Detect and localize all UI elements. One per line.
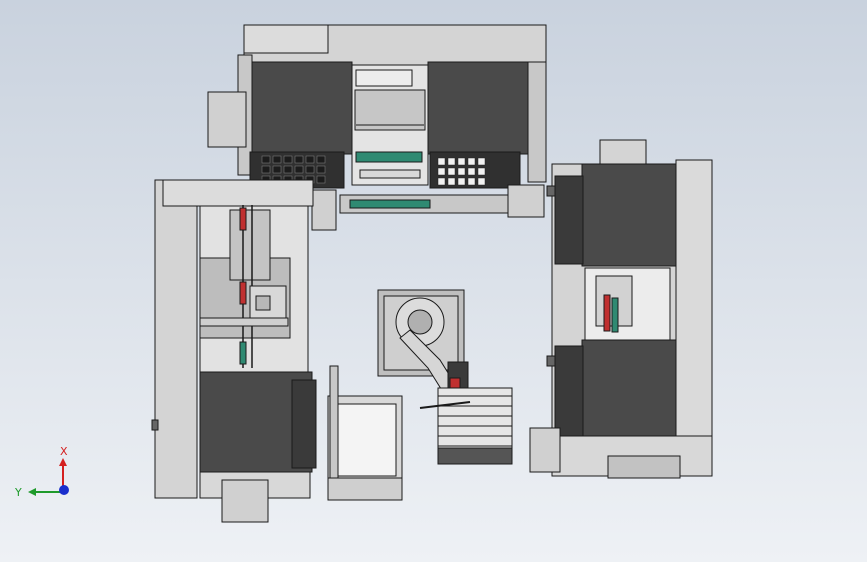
part-rack[interactable]	[419, 387, 513, 465]
robot-arm[interactable]	[377, 289, 469, 401]
left-cnc-machine[interactable]	[151, 179, 317, 523]
top-cnc-machine[interactable]	[207, 24, 547, 231]
orientation-triad: X Y	[14, 445, 69, 499]
y-axis-label: Y	[14, 486, 22, 499]
right-cnc-machine[interactable]	[529, 139, 713, 479]
z-axis-dot-icon	[59, 485, 69, 495]
y-axis-arrow-icon	[28, 488, 36, 496]
parts-cart[interactable]	[327, 365, 403, 501]
x-axis-arrow-icon	[59, 458, 67, 466]
x-axis-label: X	[60, 445, 68, 458]
